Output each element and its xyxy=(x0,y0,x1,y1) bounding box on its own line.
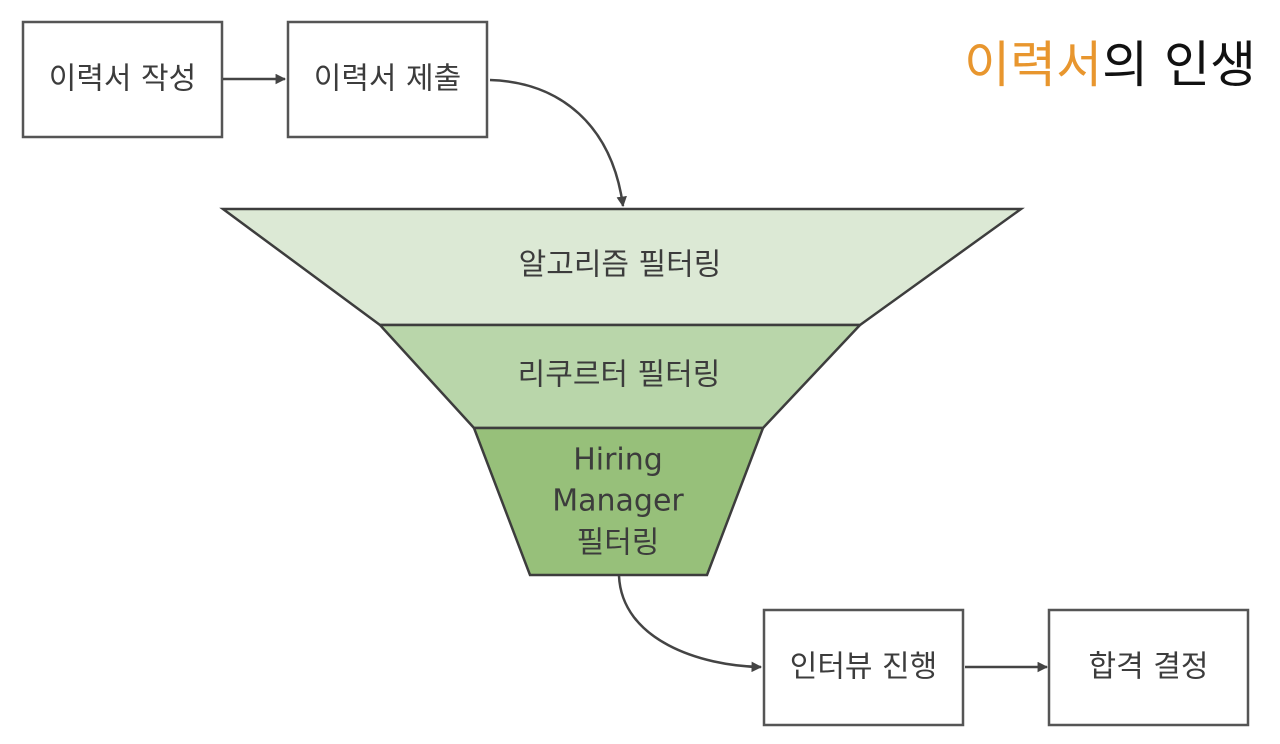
title-highlight: 이력서 xyxy=(964,36,1102,94)
funnel-manager-line2: Manager xyxy=(552,484,684,519)
funnel: 알고리즘 필터링 리쿠르터 필터링 Hiring Manager 필터링 xyxy=(219,207,1025,577)
funnel-algorithm-label: 알고리즘 필터링 xyxy=(519,248,722,283)
funnel-stage-manager xyxy=(472,426,765,577)
funnel-manager-line1: Hiring xyxy=(573,443,663,478)
funnel-manager-line3: 필터링 xyxy=(577,526,660,561)
step-write-box: 이력서 작성 xyxy=(21,20,224,139)
step-submit-label: 이력서 제출 xyxy=(314,62,462,97)
arrow-submit-to-funnel xyxy=(489,78,627,208)
step-interview-label: 인터뷰 진행 xyxy=(790,650,938,685)
step-write-label: 이력서 작성 xyxy=(49,62,197,97)
step-decision-box: 합격 결정 xyxy=(1047,608,1250,727)
title-rest: 의 인생 xyxy=(1102,36,1256,94)
diagram-title: 이력서의 인생 xyxy=(964,36,1256,94)
step-decision-label: 합격 결정 xyxy=(1089,650,1209,685)
arrow-funnel-to-interview xyxy=(617,575,763,673)
step-interview-box: 인터뷰 진행 xyxy=(762,608,965,727)
step-submit-box: 이력서 제출 xyxy=(286,20,489,139)
funnel-recruiter-label: 리쿠르터 필터링 xyxy=(518,358,721,393)
